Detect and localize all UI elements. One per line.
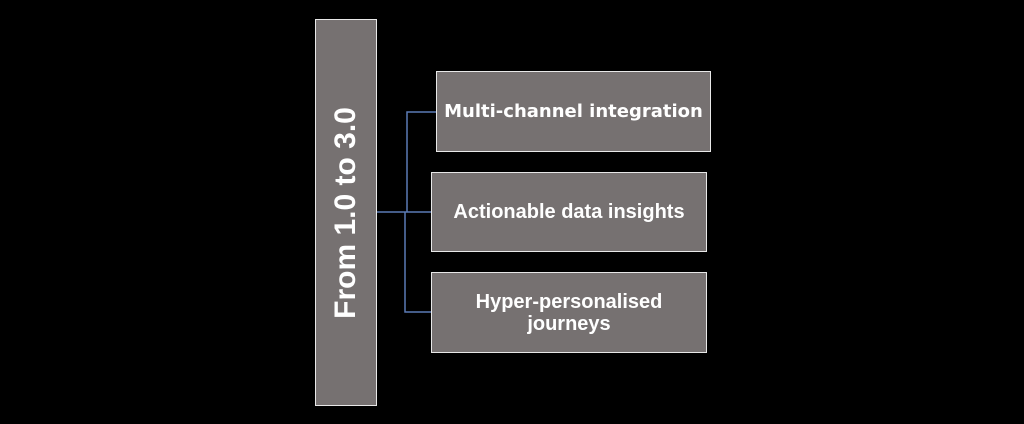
child-node-label: Hyper-personalised journeys — [475, 290, 663, 335]
child-node-hyper-personalised-journeys: Hyper-personalised journeys — [431, 272, 707, 353]
child-node-label: Multi-channel integration — [444, 100, 703, 122]
root-node-label: From 1.0 to 3.0 — [329, 106, 362, 319]
child-node-multi-channel-integration: Multi-channel integration — [436, 71, 711, 152]
connector-to-child-3 — [404, 212, 431, 313]
root-node: From 1.0 to 3.0 — [315, 19, 377, 406]
connector-to-child-1 — [406, 111, 436, 212]
child-node-actionable-data-insights: Actionable data insights — [431, 172, 707, 252]
child-node-label: Actionable data insights — [453, 201, 685, 223]
